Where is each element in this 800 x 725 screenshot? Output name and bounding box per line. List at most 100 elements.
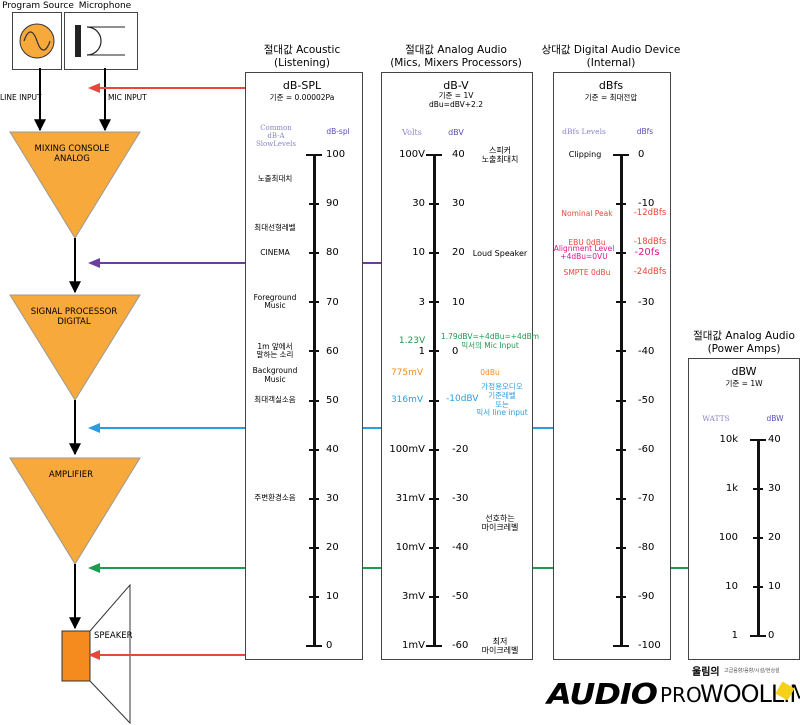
col4-left-col-label: WATTS [702, 414, 730, 423]
col1-tick-label: 80 [326, 247, 339, 259]
col2-tick [426, 645, 442, 647]
col4-watts-label: 10k [719, 434, 738, 446]
col1-tick-label: 30 [326, 492, 339, 504]
col3-tick [616, 399, 626, 402]
col3-right-col-label: dBfs [636, 127, 654, 136]
col2-volts-label: 10 [412, 247, 425, 259]
col1-right-col-label: dB-spl [326, 127, 350, 136]
col1-tick [309, 301, 319, 304]
col3-tick-label: -40 [638, 345, 655, 357]
col2-header-sub: (Mics, Mixers Processors) [390, 57, 522, 69]
col2-tick [429, 252, 439, 255]
col2-dbv-label: 10 [452, 296, 465, 308]
col2-volts-label: 100V [399, 149, 425, 161]
col3-tick-label: -100 [638, 640, 661, 652]
sine-wave-source-icon [19, 23, 55, 59]
col4-dbw-label: 20 [768, 532, 781, 544]
red-arrow-top-arrowhead [88, 83, 100, 93]
col3-tick [616, 595, 626, 598]
col2-dbv-label: -60 [452, 640, 469, 652]
col2-blue-right: 가정용오디오 기준레벨 또는 믹서 line input [476, 382, 528, 418]
col3-red-note: EBU 0dBu [568, 238, 606, 248]
speaker-driver [61, 630, 91, 682]
col2-volts-label: 1 [418, 345, 425, 357]
col2-dbv-label: -30 [452, 492, 469, 504]
col3-tick [616, 301, 626, 304]
col3-red-note: SMPTE 0dBu [563, 267, 611, 277]
col2-dbv-label: 20 [452, 247, 465, 259]
speaker-label: SPEAKER [94, 631, 133, 641]
red-arrow-bottom-arrowhead [88, 650, 100, 660]
col3-tick [616, 497, 626, 500]
col3-tick [616, 350, 626, 353]
col1-unit: dB-SPL [282, 79, 322, 92]
col2-note: 선호하는 마이크레벨 [481, 514, 519, 533]
col2-dbv-label: -20 [452, 443, 469, 455]
microphone-box [64, 12, 138, 70]
col1-tick-label: 90 [326, 198, 339, 210]
col1-tick-label: 100 [326, 149, 346, 161]
col3-tick-label: -80 [638, 542, 655, 554]
col2-right-col-label: dBV [448, 128, 464, 137]
col4-header-title: 절대값 Analog Audio [693, 330, 795, 342]
col3-magenta-note: Alignment Level +4dBu=0VU [553, 243, 615, 262]
col2-volts-label: 30 [412, 198, 425, 210]
col4-right-col-label: dBW [766, 414, 784, 423]
col3-tick [616, 546, 626, 549]
line-input-label: LINE INPUT [0, 93, 42, 102]
col2-note: Loud Speaker [472, 248, 528, 258]
signal-processor-label: SIGNAL PROCESSOR DIGITAL [30, 307, 118, 327]
col1-tick [306, 645, 322, 647]
col3-unit: dBfs [598, 79, 624, 92]
col3-tick [613, 645, 629, 647]
logo-main-a: AUDIO [547, 676, 658, 712]
col4-tick [750, 439, 766, 441]
col4-unit: dBW [731, 365, 757, 378]
speaker-cone [89, 583, 131, 725]
col1-tick-label: 10 [326, 591, 339, 603]
col1-header-title: 절대값 Acoustic [263, 44, 341, 56]
col3-left-col-label: dBfs Levels [562, 127, 606, 136]
col3-clipping-label: Clipping [568, 150, 602, 160]
mic-input-label: MIC INPUT [108, 93, 147, 102]
col4-ref: 기준 = 1W [725, 379, 763, 388]
col3-header-sub: (Internal) [586, 57, 636, 69]
col2-header-title: 절대값 Analog Audio [405, 44, 507, 56]
col3-tick-label: -90 [638, 591, 655, 603]
col1-tick [309, 595, 319, 598]
col3-tick-label: -10 [638, 198, 655, 210]
mixing-console-label: MIXING CONSOLE ANALOG [34, 144, 110, 164]
col3-red-value: -18dBfs [633, 237, 667, 248]
col2-tick [429, 595, 439, 598]
col3-red-value: -24dBfs [633, 266, 667, 277]
col1-tick-label: 50 [326, 394, 339, 406]
col1-tick [309, 399, 319, 402]
col2-note: 스피커 노출최대치 [481, 145, 519, 164]
col4-box [688, 358, 800, 660]
col3-tick [616, 252, 626, 255]
program-source-label: Program Source [2, 1, 74, 11]
col3-tick [616, 448, 626, 451]
logo-main-b: PRO [660, 683, 702, 707]
col2-tick [429, 546, 439, 549]
col1-note: 최대객실소음 [254, 395, 296, 405]
col1-tick [309, 448, 319, 451]
col2-note: 최저 마이크레벨 [481, 636, 519, 655]
col4-dbw-label: 0 [768, 630, 775, 642]
col2-green-right: 1.79dBV=+4dBu=+4dBm 믹서의 Mic Input [440, 331, 540, 350]
col2-tick [429, 497, 439, 500]
col1-tick [309, 497, 319, 500]
col2-dbv-label: 30 [452, 198, 465, 210]
col2-box [381, 72, 533, 660]
col2-volts-label: 3 [418, 296, 425, 308]
col2-unit: dB-V [443, 79, 469, 92]
col4-tick [753, 488, 763, 490]
col1-note: 1m 앞에서 말하는 소리 [256, 341, 294, 360]
col1-tick [306, 154, 322, 156]
logo-korean: 울림의 [692, 667, 720, 678]
amplifier-label: AMPLIFIER [48, 470, 94, 480]
col2-dbv-label: -40 [452, 542, 469, 554]
col1-left-col-label: Common dB-A SlowLevels [256, 124, 296, 149]
col1-tick-label: 0 [326, 640, 333, 652]
col2-tick [429, 399, 439, 402]
